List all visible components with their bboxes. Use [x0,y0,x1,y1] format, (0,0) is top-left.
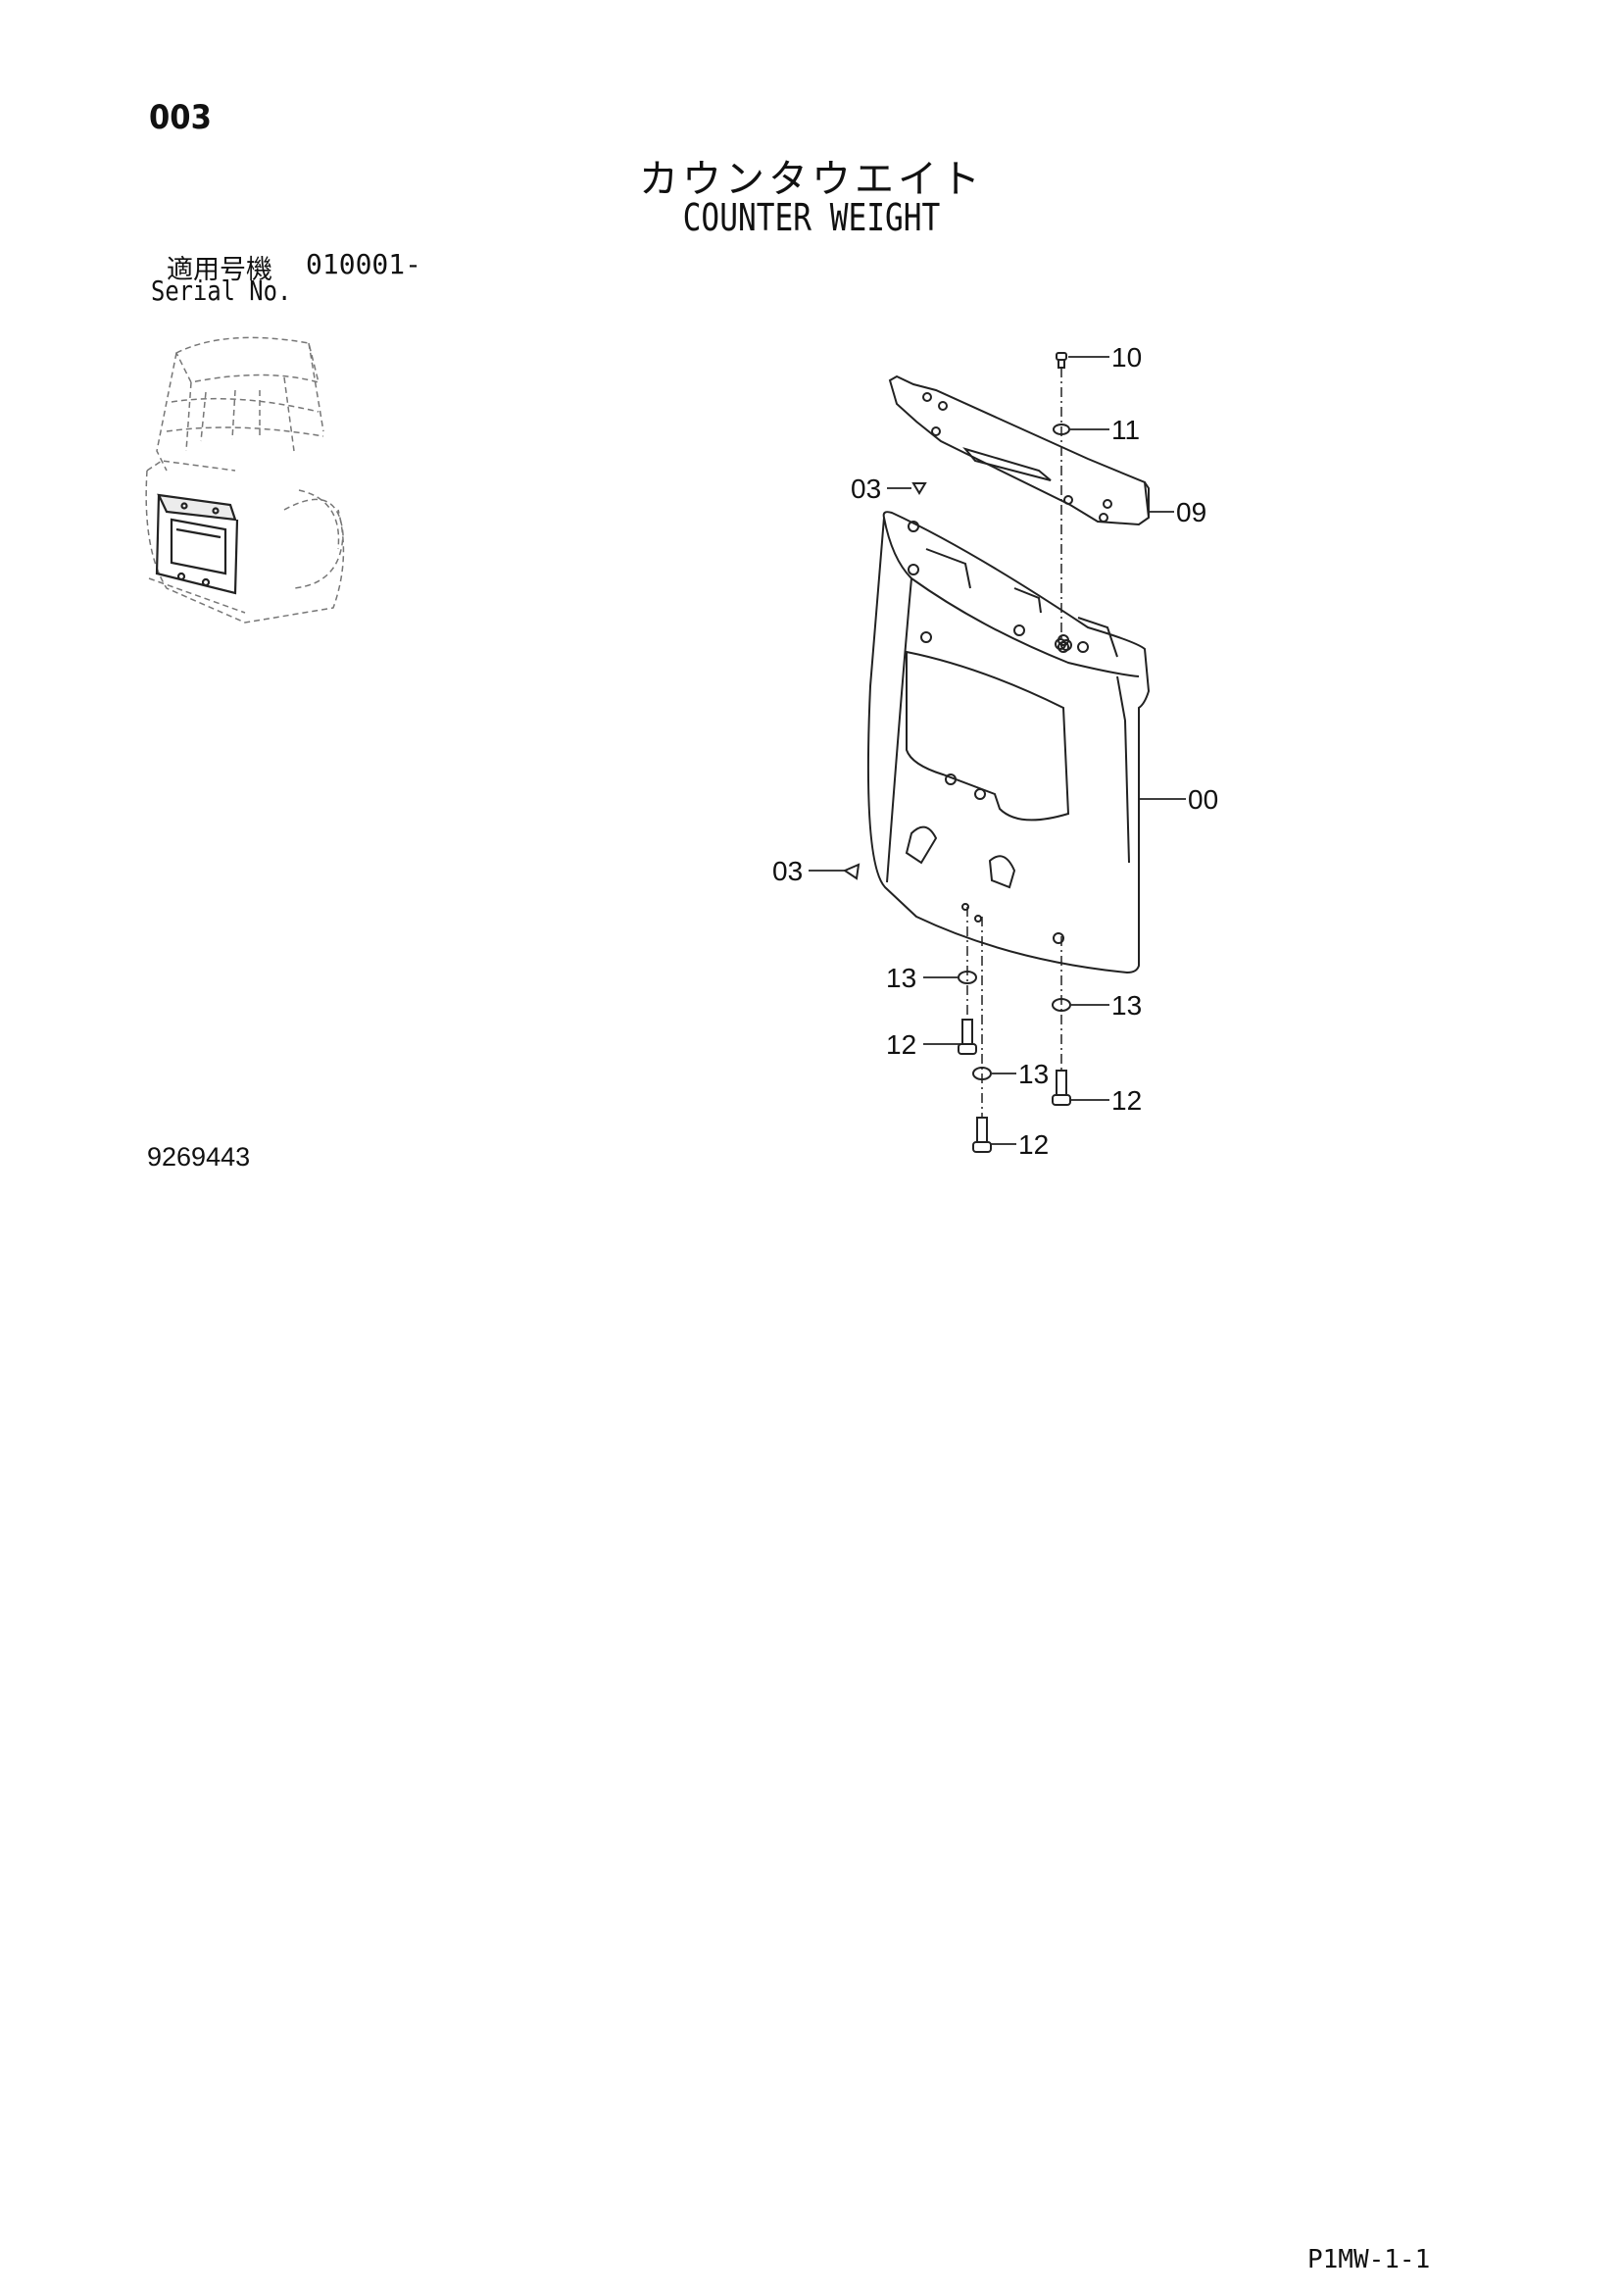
bolt-part-10 [1056,352,1067,369]
weight-plate-part [888,374,1151,526]
callout-13-left: 13 [886,963,916,993]
callout-12-left: 12 [886,1029,916,1060]
page-title-english: COUNTER WEIGHT [682,196,941,239]
bolt-part-12-left [958,1019,977,1055]
callout-03-top: 03 [851,474,881,504]
callout-12-bottom: 12 [1018,1129,1049,1160]
callout-00: 00 [1188,784,1218,815]
plug-part-03-top [911,482,927,495]
page-title-japanese: カウンタウエイト [639,157,984,202]
callout-03-bottom: 03 [772,856,803,886]
page-number: 003 [149,98,212,137]
bolt-part-12-bottom [972,1117,992,1153]
callout-13-mid: 13 [1018,1059,1049,1089]
callout-13-right: 13 [1111,990,1142,1021]
counter-weight-exploded-diagram: 10 11 09 03 00 03 13 13 13 12 12 12 [772,342,1218,1160]
bolt-part-12-right [1052,1070,1071,1106]
plug-part-03-bottom [842,863,861,880]
callout-09: 09 [1176,497,1206,527]
callout-12-right: 12 [1111,1085,1142,1116]
counter-weight-body-part [866,511,1151,974]
callout-10: 10 [1111,342,1142,373]
sheet-code: P1MW-1-1 [1307,2245,1431,2274]
callout-11: 11 [1111,415,1140,445]
drawing-number: 9269443 [147,1142,251,1172]
serial-number-value: 010001- [306,248,422,280]
serial-label-japanese: 適用号機 [167,255,272,285]
serial-label-english: Serial No. [151,275,292,307]
machine-overview-illustration [145,336,345,624]
